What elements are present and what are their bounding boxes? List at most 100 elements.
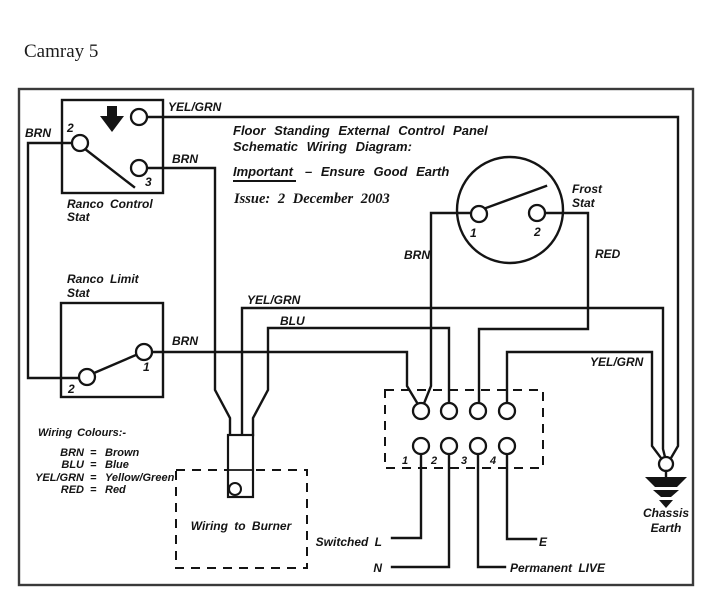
strip-number-1: 1 <box>402 455 408 467</box>
terminal-strip-outline <box>384 389 544 469</box>
permanent-live-label: Permanent LIVE <box>510 561 606 575</box>
strip-top-terminal-1 <box>411 401 431 421</box>
ranco-limit-terminal2-label: 2 <box>67 382 75 396</box>
frost-stat-name-line1: Frost <box>572 182 603 196</box>
header-line2: Schematic Wiring Diagram: <box>233 139 412 154</box>
wire-brn-control-t3 <box>145 166 232 437</box>
frost-stat-body <box>455 155 565 265</box>
ranco-control-name-line1: Ranco Control <box>67 197 153 211</box>
label-brn-control-t2: BRN <box>25 126 51 140</box>
wire-n <box>390 452 451 569</box>
legend-abbr-yelgrn: YEL/GRN <box>35 472 85 484</box>
ranco-limit-stat: Ranco Limit Stat 1 2 <box>59 272 165 399</box>
switched-l-label: Switched L <box>316 535 382 549</box>
ranco-limit-terminal-1 <box>134 342 154 362</box>
wire-brn-frost <box>421 211 472 408</box>
strip-number-4: 4 <box>489 455 496 467</box>
frost-stat-switch-arm <box>484 184 548 210</box>
wire-red-frost <box>477 211 590 405</box>
legend-name-red: Red <box>105 484 126 496</box>
strip-bottom-terminal-1 <box>411 436 431 456</box>
label-brn-frost: BRN <box>404 248 430 262</box>
label-brn-limit: BRN <box>172 334 198 348</box>
ranco-limit-name-line2: Stat <box>67 286 91 300</box>
frost-stat-terminal-2 <box>527 203 547 223</box>
label-blu: BLU <box>280 314 305 328</box>
header-important-rest: – Ensure Good Earth <box>305 164 449 179</box>
legend-eq-1: = <box>90 459 97 471</box>
legend-name-brown: Brown <box>105 447 140 459</box>
ranco-control-switch-arm <box>83 147 136 189</box>
legend-eq-2: = <box>90 472 97 484</box>
legend-title: Wiring Colours:- <box>38 427 126 439</box>
strip-number-2: 2 <box>430 455 437 467</box>
wire-switched-l <box>390 452 423 540</box>
ranco-limit-terminal1-label: 1 <box>143 360 150 374</box>
label-brn-control-t3: BRN <box>172 152 198 166</box>
wiring-colours-legend: Wiring Colours:- BRN = Brown BLU = Blue … <box>35 427 174 496</box>
ranco-control-name-line2: Stat <box>67 210 91 224</box>
ranco-limit-terminal-2 <box>77 367 97 387</box>
earth-symbol-layer3 <box>659 500 673 508</box>
chassis-earth-line2: Earth <box>651 521 682 535</box>
strip-top-terminal-2 <box>439 401 459 421</box>
earth-symbol-layer2 <box>653 490 679 497</box>
ranco-control-terminal3-label: 3 <box>145 175 152 189</box>
wire-yelgrn-top <box>145 115 680 460</box>
legend-abbr-blu: BLU <box>61 459 85 471</box>
strip-bottom-terminal-2 <box>439 436 459 456</box>
legend-name-blue: Blue <box>105 459 129 471</box>
wire-e <box>505 452 538 541</box>
ranco-control-terminal-2 <box>70 133 90 153</box>
burner-label: Wiring to Burner <box>191 519 293 533</box>
strip-top-terminal-3 <box>468 401 488 421</box>
ranco-limit-switch-arm <box>92 353 138 375</box>
page-title: Camray 5 <box>24 41 98 62</box>
diagram-border <box>17 87 695 587</box>
frost-stat-name-line2: Stat <box>572 196 596 210</box>
wire-blu <box>251 326 451 437</box>
frost-stat: 1 2 Frost Stat <box>455 155 603 265</box>
ranco-control-terminal-earth <box>129 107 149 127</box>
legend-abbr-red: RED <box>61 484 84 496</box>
wire-permanent-live <box>476 452 507 569</box>
header-line1: Floor Standing External Control Panel <box>233 123 488 138</box>
frost-stat-terminal1-label: 1 <box>470 226 477 240</box>
external-connection-labels: Switched L N E Permanent LIVE <box>316 535 606 575</box>
wires <box>26 115 680 569</box>
ranco-limit-box <box>59 301 165 399</box>
wire-yelgrn-right <box>505 350 663 460</box>
burner-plug-pin <box>228 482 242 496</box>
header-important-word: Important <box>233 164 294 179</box>
ranco-control-box <box>60 98 165 195</box>
label-yelgrn-right: YEL/GRN <box>590 355 644 369</box>
e-label: E <box>539 535 548 549</box>
strip-number-3: 3 <box>461 455 467 467</box>
label-yelgrn-mid: YEL/GRN <box>247 293 301 307</box>
strip-bottom-terminal-4 <box>497 436 517 456</box>
wire-brn-control-t2 <box>26 141 81 380</box>
strip-bottom-terminal-3 <box>468 436 488 456</box>
earth-terminal <box>657 455 675 473</box>
chassis-earth-line1: Chassis <box>643 506 689 520</box>
strip-top-terminal-4 <box>497 401 517 421</box>
terminal-strip: 1 2 3 4 <box>384 389 544 469</box>
wire-yelgrn-mid <box>240 306 667 459</box>
ranco-limit-name-line1: Ranco Limit <box>67 272 140 286</box>
frost-stat-terminal-1 <box>469 204 489 224</box>
legend-abbr-brn: BRN <box>60 447 85 459</box>
label-red-frost: RED <box>595 247 621 261</box>
n-label: N <box>373 561 382 575</box>
wire-labels: YEL/GRN BRN BRN BRN RED YEL/GRN BLU BRN … <box>25 100 644 369</box>
legend-eq-3: = <box>90 484 97 496</box>
label-yelgrn-top: YEL/GRN <box>168 100 222 114</box>
ranco-control-terminal-3 <box>129 158 149 178</box>
issue-date: Issue: 2 December 2003 <box>233 191 390 207</box>
chassis-earth: Chassis Earth <box>643 455 689 535</box>
legend-eq-0: = <box>90 447 97 459</box>
ranco-control-stat: 2 3 Ranco Control Stat <box>60 98 165 224</box>
wire-brn-limit <box>150 350 421 408</box>
legend-name-yellowgreen: Yellow/Green <box>105 472 175 484</box>
